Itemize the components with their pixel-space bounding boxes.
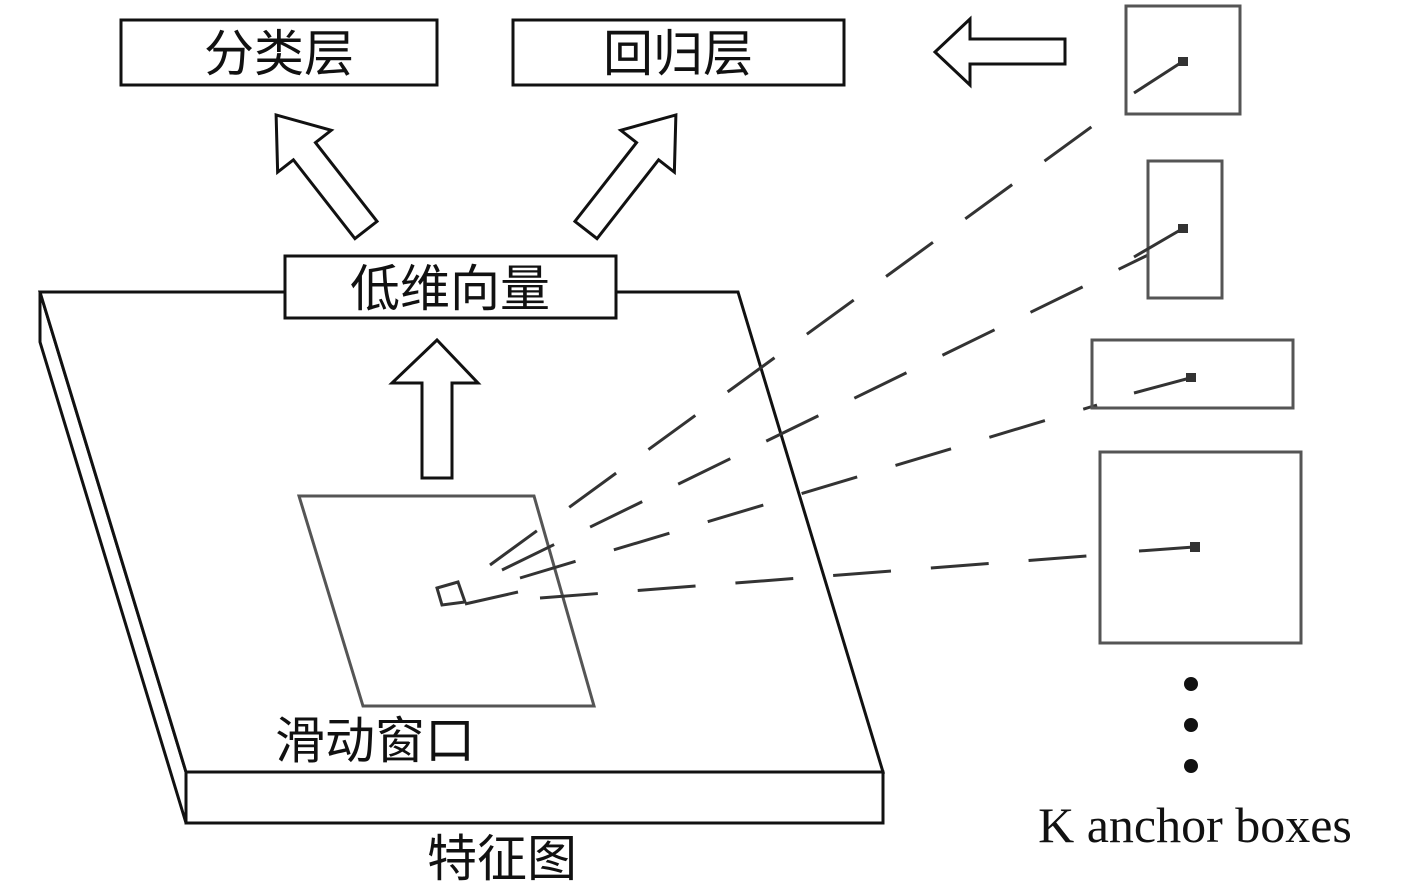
anchor-caption: K anchor boxes	[1038, 797, 1352, 853]
projection-line-2	[501, 253, 1149, 572]
regression-layer-box	[511, 18, 846, 87]
window-center-stem	[464, 590, 519, 606]
sliding-window-label: 滑动窗口	[275, 712, 475, 770]
ellipsis-dots	[1184, 677, 1198, 773]
low-dim-vector-label: 低维向量	[350, 260, 550, 318]
classification-layer-box	[119, 18, 439, 87]
feature-map-front-face	[184, 770, 885, 825]
anchor-box-tall	[1133, 159, 1224, 300]
feature-map-label: 特征图	[427, 830, 577, 888]
projection-line-3	[519, 403, 1098, 580]
classification-layer-label: 分类层	[204, 25, 354, 83]
anchor-box-wide	[1090, 338, 1295, 410]
feature-map-slab	[37, 290, 886, 825]
anchors-to-regression-arrow	[932, 15, 1067, 89]
projection-line-1	[489, 115, 1106, 567]
anchor-box-large-square	[1098, 450, 1303, 645]
projection-lines	[489, 115, 1149, 600]
sliding-window-frame	[296, 494, 596, 708]
low-dim-vector-box	[283, 254, 618, 320]
vector-to-classification-arrow	[274, 112, 380, 241]
sliding-window-center-cell	[435, 580, 468, 607]
regression-layer-label: 回归层	[603, 25, 753, 83]
anchor-box-square	[1124, 4, 1242, 116]
vector-to-regression-arrow	[572, 112, 678, 241]
window-to-vector-arrow	[388, 337, 482, 480]
